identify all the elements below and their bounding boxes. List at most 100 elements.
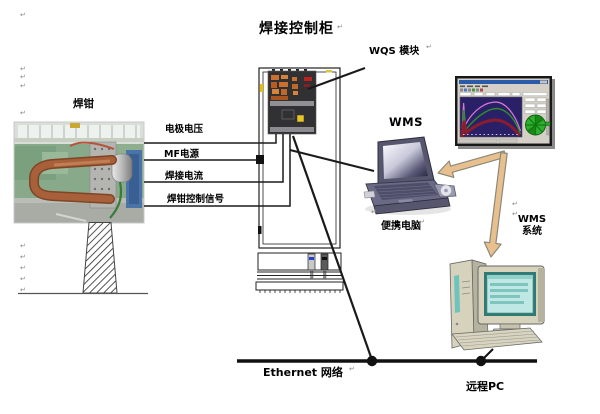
ethernet-node-pc [475, 355, 487, 367]
label-portable-pc: 便携电脑 [381, 221, 421, 232]
paragraph-mark: ↵ [20, 65, 26, 73]
module-top-terminals [272, 69, 307, 72]
label-remote-pc: 远程PC [466, 380, 505, 393]
paragraph-mark: ↵ [20, 275, 26, 283]
slider-thumb [545, 121, 551, 126]
paragraph-mark: ↵ [20, 109, 26, 117]
base-platform [255, 281, 344, 291]
tower-drive-slots [461, 280, 471, 295]
wqs-module [267, 69, 317, 135]
page-title: 焊接控制柜 [259, 21, 334, 37]
paragraph-mark: ↵ [419, 218, 425, 226]
pc-keyboard [451, 327, 543, 351]
base-vent-ticks [259, 290, 341, 293]
cable-gland-left-band [309, 257, 314, 260]
paragraph-mark: ↵ [20, 82, 26, 90]
arrow-to-laptop [437, 150, 507, 178]
label-welding-current: 焊接电流 [165, 171, 204, 182]
control-cabinet [255, 67, 344, 293]
laptop-key-rows [375, 185, 437, 199]
crt-neck [499, 323, 521, 330]
copper-gun-highlight [53, 159, 111, 167]
side-panel-fields [524, 97, 547, 114]
app-statusbar [458, 138, 518, 143]
cabinet-yellow-tag-top [326, 70, 332, 73]
module-red-label [304, 77, 312, 81]
cabinet-hinge-bottom [258, 226, 262, 234]
cable-gland-right [320, 253, 329, 271]
welding-gun-photo [13, 121, 145, 224]
paragraph-mark: ↵ [371, 208, 377, 216]
photo-ceiling-windows [18, 125, 140, 138]
wheel-wedge-1 [535, 114, 545, 125]
wheel-wedge-2 [526, 125, 536, 136]
photo-roof-beam [14, 138, 144, 142]
module-darkred-label [304, 84, 310, 87]
app-window-buttons [540, 80, 547, 84]
cable-gland-left [307, 253, 316, 271]
laptop-front [373, 197, 451, 215]
module-circuitry [271, 75, 298, 100]
cable-gland-left-stem [310, 269, 314, 279]
module-bottom-strip [270, 127, 314, 132]
photo-window-mullions [27, 125, 137, 138]
line-cabinet-to-laptop [289, 149, 375, 172]
arrow-to-remote-pc [483, 152, 508, 258]
laptop-keyboard [374, 182, 438, 200]
photo-floor-line [55, 213, 87, 222]
remote-pc-image [449, 259, 545, 351]
cabinet-yellow-tag-left [260, 84, 263, 92]
paragraph-mark: ↵ [20, 253, 26, 261]
photo-border [13, 121, 145, 224]
label-gun-control-signal: 焊钳控制信号 [167, 194, 225, 205]
plot-curve-red [460, 118, 521, 138]
label-wms: WMS [389, 115, 423, 129]
photo-cable-green [109, 181, 123, 219]
line-to-wqs-label [307, 67, 366, 90]
label-welding-gun: 焊钳 [73, 98, 94, 110]
cable-gland-right-stem [323, 269, 327, 279]
crt-window-titlebar [487, 275, 533, 279]
photo-blue-frame-inner [129, 154, 139, 204]
flow-arrows [437, 150, 508, 258]
tower-teal-stripe [454, 275, 460, 313]
wms-software-screenshot [455, 76, 555, 149]
copper-gun-arm [30, 156, 116, 203]
label-wqs-module: WQS 模块 [369, 46, 420, 57]
pc-keyboard-rows [455, 330, 541, 347]
plot-curve-green [461, 107, 522, 137]
line-welding-current [144, 134, 284, 183]
photo-crane [70, 123, 80, 128]
crt-window-lines [490, 283, 528, 304]
module-warning-label [296, 114, 305, 123]
plot-curve-pink [461, 101, 522, 134]
photo-cable-red [69, 141, 115, 150]
paragraph-mark: ↵ [426, 43, 432, 51]
app-menubar [460, 85, 488, 88]
line-cabinet-to-ethernet [291, 135, 374, 361]
cabinet-base [255, 252, 344, 293]
label-wms-system-line2: 系统 [522, 226, 542, 237]
base-box [257, 252, 342, 271]
module-display [281, 109, 295, 120]
crt-window [486, 274, 534, 314]
paragraph-mark: ↵ [20, 11, 26, 19]
ethernet-bus [237, 348, 537, 367]
paragraph-mark: ↵ [417, 116, 423, 124]
crt-side-shade [538, 268, 544, 322]
label-ethernet: Ethernet 网络 [263, 366, 343, 379]
paragraph-mark: ↵ [349, 365, 355, 373]
paragraph-mark: ↵ [20, 264, 26, 272]
portable-pc-image [363, 136, 457, 215]
ethernet-node-cabinet [366, 355, 378, 367]
label-mf-power: MF电源 [164, 149, 199, 160]
paragraph-mark: ↵ [512, 200, 518, 208]
app-toolbar [460, 88, 483, 92]
tower-power-button [455, 322, 459, 326]
mf-wall-connector [256, 155, 264, 164]
signal-lines [144, 67, 375, 361]
label-wms-system-line1: WMS [517, 214, 547, 225]
photo-cylinder [111, 153, 133, 183]
